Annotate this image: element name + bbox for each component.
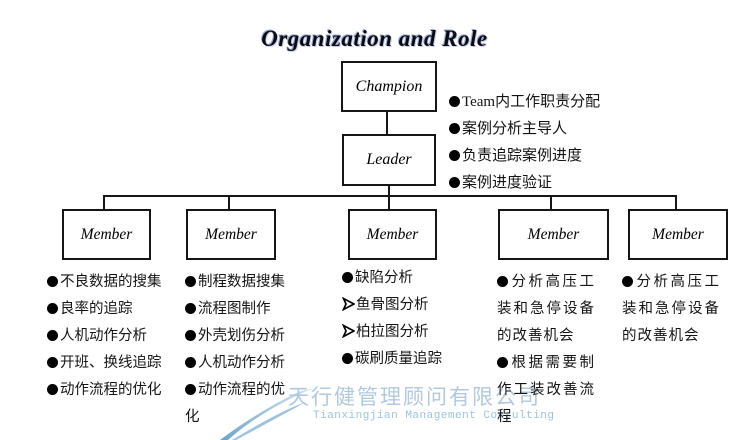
leader-box: Leader (342, 134, 436, 186)
connector-stub-member1 (103, 195, 105, 209)
member-box-3: Member (348, 209, 437, 260)
leader-roles-list: Team内工作职责分配 案例分析主导人 负责追踪案例进度 案例进度验证 (449, 89, 674, 197)
list-item: 鱼骨图分析 (341, 292, 467, 319)
list-item: 不良数据的搜集 (47, 269, 187, 296)
list-item-text: 碳刷质量追踪 (355, 351, 442, 367)
arrow-bullet-icon (341, 296, 356, 312)
arrow-bullet-icon (341, 323, 356, 339)
connector-champion-leader (386, 108, 388, 135)
member-box-2: Member (186, 209, 276, 260)
list-item: 动作流程的优化 (47, 377, 187, 404)
list-item: 制程数据搜集 (185, 269, 291, 296)
list-item: 分析高压工装和急停设备的改善机会 (622, 269, 720, 350)
dot-bullet-icon (47, 384, 58, 395)
connector-stub-member5 (675, 195, 677, 209)
leader-label: Leader (366, 151, 412, 168)
dot-bullet-icon (185, 330, 196, 341)
connector-horizontal (103, 195, 677, 197)
list-item-text: 外壳划伤分析 (198, 328, 285, 344)
list-item-text: 制程数据搜集 (198, 274, 285, 290)
list-item-text: 流程图制作 (198, 301, 271, 317)
list-item-text: Team内工作职责分配 (462, 94, 601, 110)
list-item: 柏拉图分析 (341, 319, 467, 346)
dot-bullet-icon (497, 276, 508, 287)
member2-task-list: 制程数据搜集 流程图制作 外壳划伤分析 人机动作分析 动作流程的优化 (185, 269, 291, 431)
list-item: 案例进度验证 (449, 170, 674, 197)
dot-bullet-icon (622, 276, 633, 287)
member-label: Member (205, 225, 257, 243)
member-label: Member (652, 225, 704, 243)
list-item: 外壳划伤分析 (185, 323, 291, 350)
champion-box: Champion (341, 61, 437, 112)
dot-bullet-icon (449, 123, 460, 134)
list-item: 分析高压工装和急停设备的改善机会 (497, 269, 595, 350)
connector-stub-member3 (388, 195, 390, 209)
list-item-text: 动作流程的优化 (185, 382, 285, 425)
list-item-text: 开班、换线追踪 (60, 355, 162, 371)
list-item-text: 案例分析主导人 (462, 121, 568, 137)
watermark-logo-icon (220, 388, 314, 440)
member5-task-list: 分析高压工装和急停设备的改善机会 (622, 269, 720, 350)
list-item: 负责追踪案例进度 (449, 143, 674, 170)
connector-stub-member2 (228, 195, 230, 209)
dot-bullet-icon (449, 177, 460, 188)
list-item-text: 根据需要制作工装改善流程 (497, 355, 595, 425)
list-item: 人机动作分析 (185, 350, 291, 377)
dot-bullet-icon (185, 276, 196, 287)
champion-label: Champion (355, 77, 423, 95)
dot-bullet-icon (47, 330, 58, 341)
list-item-text: 动作流程的优化 (60, 382, 162, 398)
page-title: Organization and Role (261, 26, 488, 51)
list-item: 良率的追踪 (47, 296, 187, 323)
list-item-text: 分析高压工装和急停设备的改善机会 (497, 274, 595, 344)
member-label: Member (527, 225, 580, 243)
list-item: Team内工作职责分配 (449, 89, 674, 116)
list-item-text: 人机动作分析 (60, 328, 147, 344)
member-box-1: Member (62, 209, 151, 260)
list-item-text: 负责追踪案例进度 (462, 148, 583, 164)
dot-bullet-icon (185, 384, 196, 395)
list-item-text: 分析高压工装和急停设备的改善机会 (622, 274, 720, 344)
connector-stub-member4 (550, 195, 552, 209)
dot-bullet-icon (185, 303, 196, 314)
dot-bullet-icon (449, 150, 460, 161)
list-item-text: 不良数据的搜集 (60, 274, 162, 290)
dot-bullet-icon (449, 96, 460, 107)
dot-bullet-icon (185, 357, 196, 368)
member-box-4: Member (498, 209, 609, 260)
dot-bullet-icon (342, 353, 353, 364)
member3-task-list: 缺陷分析 鱼骨图分析 柏拉图分析 碳刷质量追踪 (341, 265, 467, 373)
member-box-5: Member (628, 209, 728, 260)
list-item: 根据需要制作工装改善流程 (497, 350, 595, 431)
member-label: Member (80, 225, 133, 243)
member1-task-list: 不良数据的搜集 良率的追踪 人机动作分析 开班、换线追踪 动作流程的优化 (47, 269, 187, 404)
list-item-text: 良率的追踪 (60, 301, 133, 317)
connector-leader-down (388, 182, 390, 196)
list-item: 碳刷质量追踪 (342, 346, 467, 373)
list-item: 开班、换线追踪 (47, 350, 187, 377)
list-item-text: 柏拉图分析 (356, 324, 429, 340)
member-label: Member (366, 225, 419, 243)
list-item-text: 鱼骨图分析 (356, 297, 429, 313)
dot-bullet-icon (47, 276, 58, 287)
list-item-text: 缺陷分析 (355, 270, 413, 286)
dot-bullet-icon (47, 303, 58, 314)
list-item: 动作流程的优化 (185, 377, 291, 431)
dot-bullet-icon (47, 357, 58, 368)
watermark-company-name-en: Tianxingjian Management Consulting (313, 410, 555, 422)
dot-bullet-icon (497, 357, 508, 368)
member4-task-list: 分析高压工装和急停设备的改善机会 根据需要制作工装改善流程 (497, 269, 595, 431)
list-item: 缺陷分析 (342, 265, 467, 292)
dot-bullet-icon (342, 272, 353, 283)
list-item: 人机动作分析 (47, 323, 187, 350)
watermark-company-name: 天行健管理顾问有限公司 (288, 386, 541, 409)
list-item: 案例分析主导人 (449, 116, 674, 143)
list-item: 流程图制作 (185, 296, 291, 323)
list-item-text: 人机动作分析 (198, 355, 285, 371)
list-item-text: 案例进度验证 (462, 175, 553, 191)
